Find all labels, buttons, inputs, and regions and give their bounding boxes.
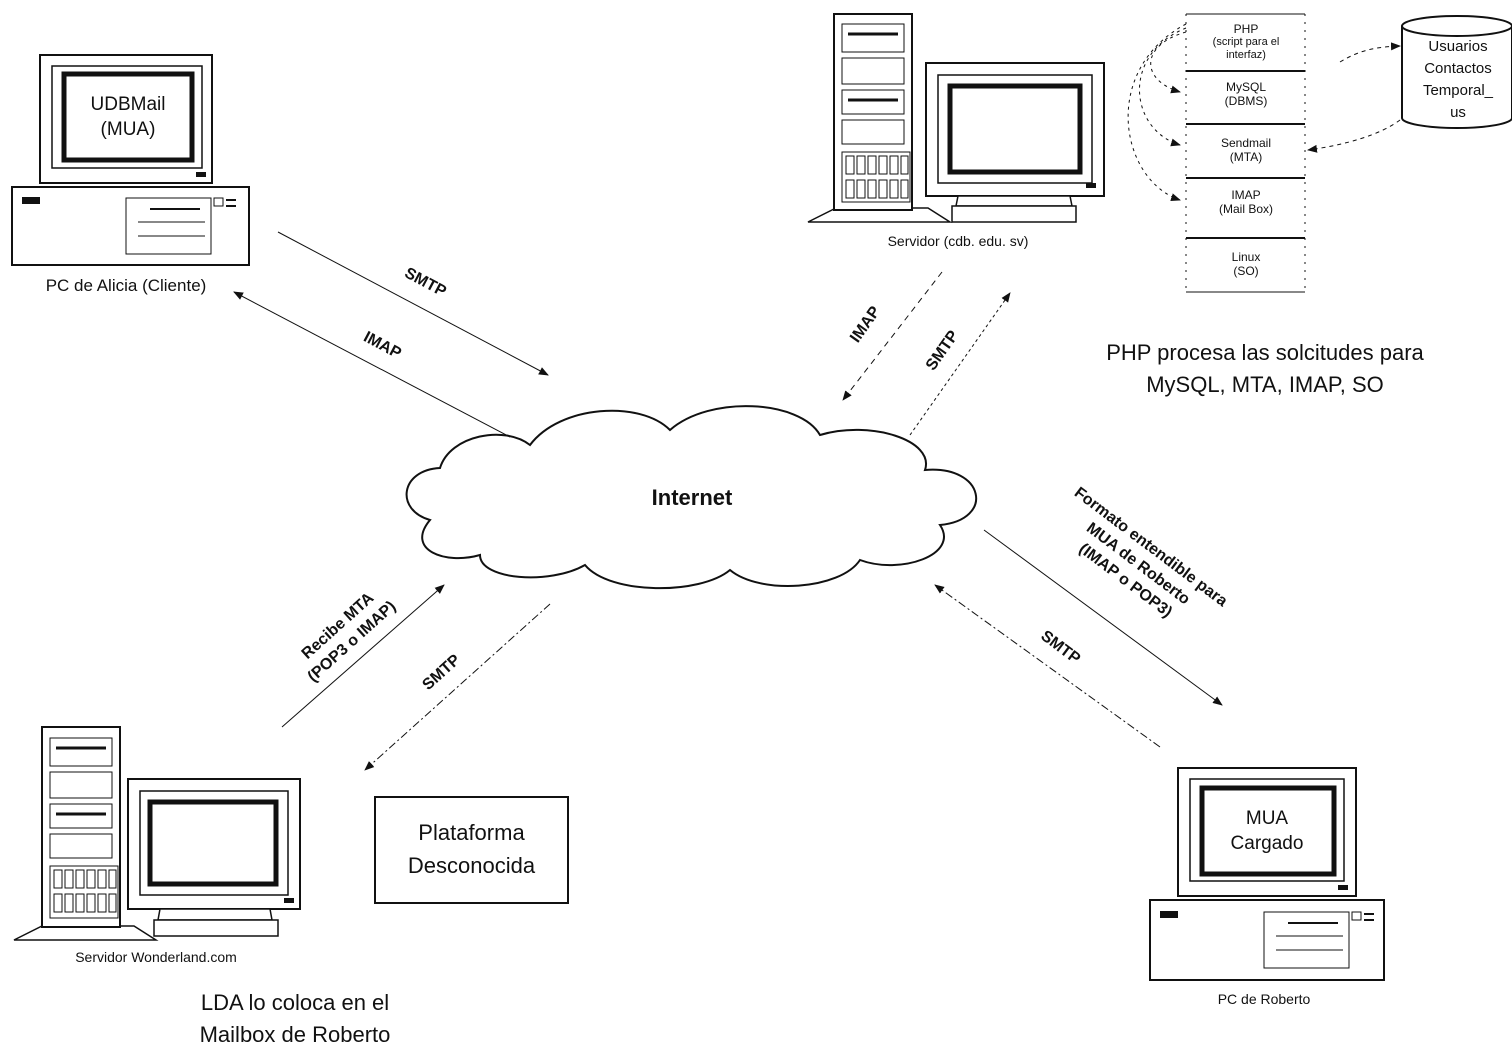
platform-box-border	[374, 796, 569, 904]
stack-sendmail-detail: (MTA)	[1229, 150, 1263, 164]
platform-line2: Desconocida	[407, 853, 536, 878]
stack-imap: IMAP (Mail Box)	[1186, 188, 1306, 216]
server-caption: Servidor (cdb. edu. sv)	[887, 233, 1029, 249]
stack-linux-detail: (SO)	[1233, 264, 1259, 278]
wonderland-note-line2: Mailbox de Roberto	[199, 1022, 391, 1047]
stack-mysql-detail: (DBMS)	[1224, 94, 1268, 108]
wonderland-note: LDA lo coloca en el Mailbox de Roberto	[200, 987, 391, 1051]
roberto-screen-line1: MUA	[1245, 808, 1289, 829]
protocol-stack-box	[1185, 13, 1306, 293]
stack-linux-name: Linux	[1231, 250, 1261, 264]
php-dispatch-arcs	[1127, 23, 1187, 201]
server-smtp-arrow	[909, 292, 1011, 436]
wonderland-caption: Servidor Wonderland.com	[75, 949, 237, 965]
alicia-screen-line1: UDBMail	[90, 94, 166, 115]
internet-label: Internet	[651, 485, 733, 510]
server-imap-arrow	[842, 271, 943, 401]
roberto-computer	[1149, 767, 1385, 981]
database-to-sendmail-arrow	[1307, 119, 1401, 153]
internet-cloud	[405, 405, 978, 590]
stack-linux: Linux (SO)	[1186, 250, 1306, 278]
stack-php-detail1: (script para el	[1212, 36, 1280, 48]
alicia-smtp-arrow	[277, 231, 549, 376]
stack-php: PHP (script para el interfaz)	[1186, 22, 1306, 62]
php-to-database-arrow	[1339, 42, 1401, 63]
database-line1: Usuarios	[1428, 38, 1488, 55]
wonderland-smtp-arrow	[364, 603, 551, 771]
alicia-screen-line2: (MUA)	[100, 119, 156, 140]
database-cylinder	[1401, 15, 1512, 129]
stack-imap-detail: (Mail Box)	[1218, 202, 1273, 216]
roberto-caption: PC de Roberto	[1217, 991, 1311, 1007]
php-note-line1: PHP procesa las solcitudes para	[1106, 340, 1424, 365]
database-line3: Temporal_	[1422, 82, 1494, 99]
platform-line1: Plataforma	[418, 820, 525, 845]
stack-mysql-name: MySQL	[1225, 80, 1266, 94]
roberto-smtp-arrow	[934, 584, 1161, 748]
stack-php-detail2: interfaz)	[1226, 49, 1266, 61]
stack-mysql: MySQL (DBMS)	[1186, 80, 1306, 108]
alicia-computer	[11, 54, 250, 266]
alicia-caption: PC de Alicia (Cliente)	[45, 276, 207, 295]
wonderland-note-line1: LDA lo coloca en el	[200, 990, 390, 1015]
roberto-formato-arrow	[983, 529, 1223, 706]
stack-php-name: PHP	[1233, 22, 1259, 36]
database-line2: Contactos	[1424, 60, 1492, 77]
stack-imap-name: IMAP	[1231, 188, 1261, 202]
server-cdb-computer	[807, 13, 1105, 223]
wonderland-recibe-arrow	[281, 584, 445, 728]
php-note-line2: MySQL, MTA, IMAP, SO	[1146, 372, 1384, 397]
stack-sendmail: Sendmail (MTA)	[1186, 136, 1306, 164]
stack-sendmail-name: Sendmail	[1220, 136, 1272, 150]
roberto-screen-text: MUA Cargado	[1231, 806, 1304, 856]
roberto-screen-line2: Cargado	[1230, 833, 1304, 854]
php-note: PHP procesa las solcitudes para MySQL, M…	[1106, 337, 1424, 401]
database-line4: us	[1450, 104, 1466, 121]
platform-box-text: Plataforma Desconocida	[375, 816, 568, 882]
database-label: Usuarios Contactos Temporal_ us	[1404, 36, 1512, 124]
alicia-imap-arrow	[233, 291, 511, 438]
alicia-screen-text: UDBMail (MUA)	[91, 92, 166, 142]
wonderland-server-computer	[13, 726, 301, 941]
